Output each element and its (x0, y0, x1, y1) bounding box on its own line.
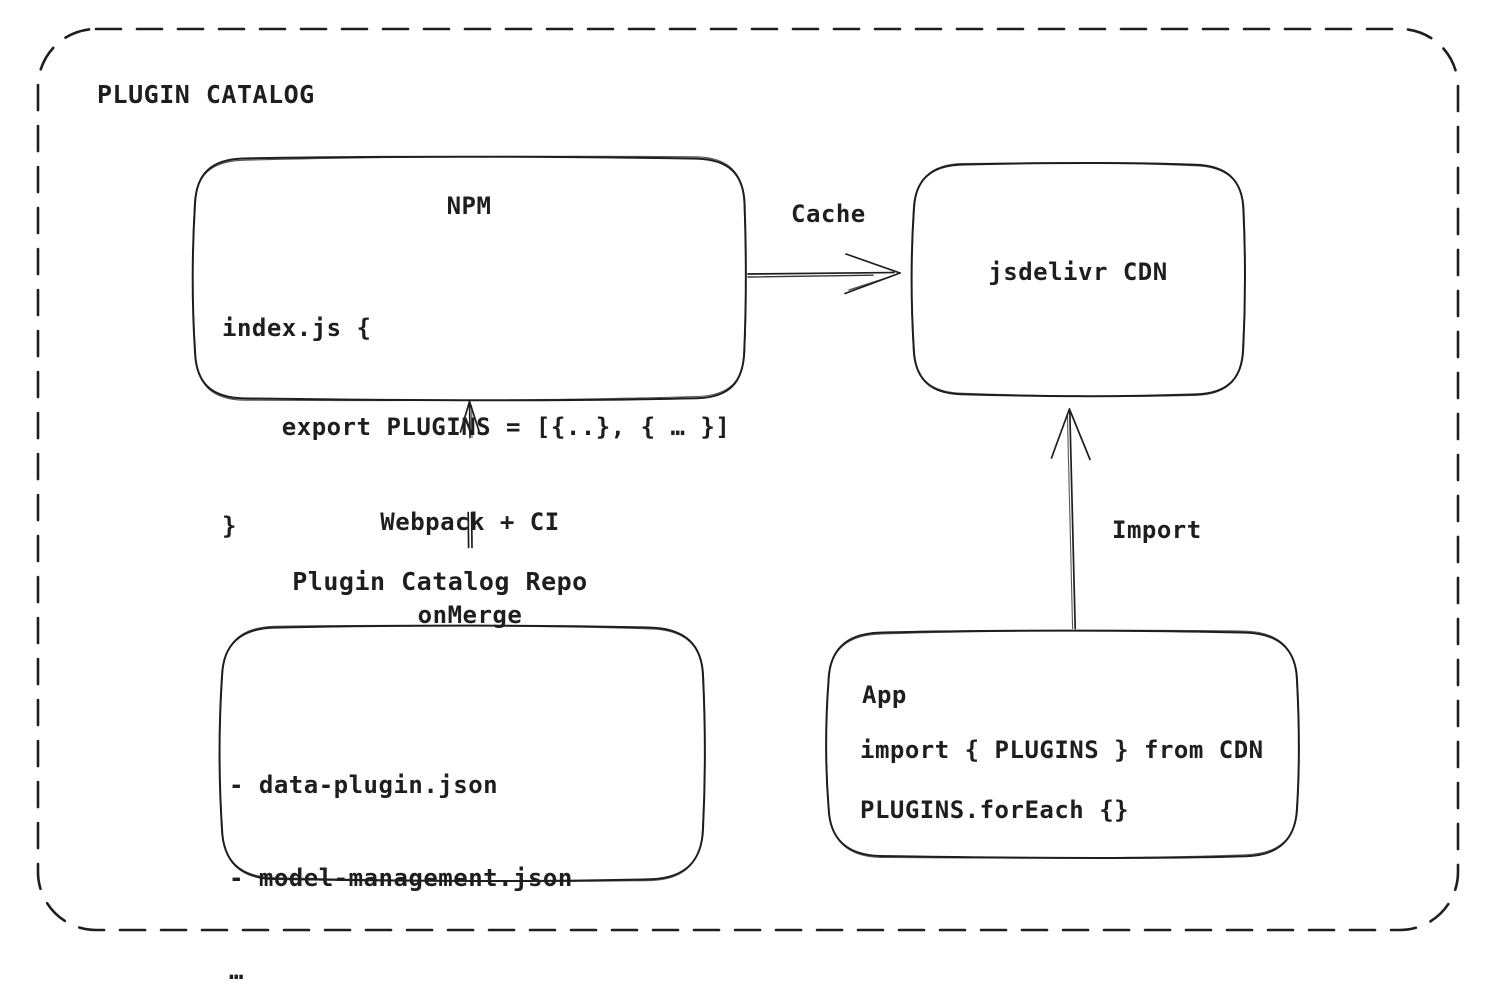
plugin-catalog-boundary (36, 27, 1460, 932)
cdn-node-label: jsdelivr CDN (988, 258, 1168, 286)
import-arrow-shaft (1068, 410, 1077, 630)
cache-arrowhead-upper (845, 253, 901, 274)
build-arrow-label-line: Webpack + CI (380, 508, 560, 536)
import-arrowhead-right (1068, 408, 1091, 461)
repo-file-list: - data-plugin.json - model-management.js… (229, 708, 573, 1002)
npm-node-title: NPM (446, 192, 492, 220)
app-code-line: PLUGINS.forEach {} (860, 796, 1130, 824)
build-arrow (459, 400, 480, 549)
import-arrow-label: Import (1112, 516, 1202, 544)
build-arrowhead-left (459, 400, 471, 433)
cache-arrow (747, 253, 901, 295)
cache-arrow-shaft-2 (747, 274, 874, 278)
import-arrowhead-left (1050, 408, 1071, 459)
build-arrowhead-right (468, 400, 480, 432)
repo-file-item: - model-management.json (229, 864, 573, 892)
npm-code-block: index.js { export PLUGINS = [{..}, { … }… (222, 246, 730, 609)
build-arrow-label: Webpack + CI onMerge (318, 445, 622, 693)
app-node-title: App (862, 681, 907, 709)
npm-code-line: } (222, 512, 237, 540)
import-arrow-shaft-2 (1066, 414, 1074, 630)
repo-file-item: … (229, 957, 244, 985)
build-arrow-label-line: onMerge (417, 601, 523, 629)
app-code-line: import { PLUGINS } from CDN (860, 736, 1264, 764)
cache-arrow-label: Cache (791, 200, 866, 228)
import-arrow (1050, 408, 1091, 630)
npm-code-line: index.js { (222, 314, 372, 342)
cache-arrow-shaft (747, 271, 895, 275)
npm-code-line: export PLUGINS = [{..}, { … }] (222, 413, 731, 441)
repo-node-label: Plugin Catalog Repo (292, 567, 588, 596)
cache-arrowhead-sketch (848, 275, 892, 291)
repo-file-item: - data-plugin.json (229, 771, 499, 799)
diagram-title: PLUGIN CATALOG (97, 80, 315, 109)
